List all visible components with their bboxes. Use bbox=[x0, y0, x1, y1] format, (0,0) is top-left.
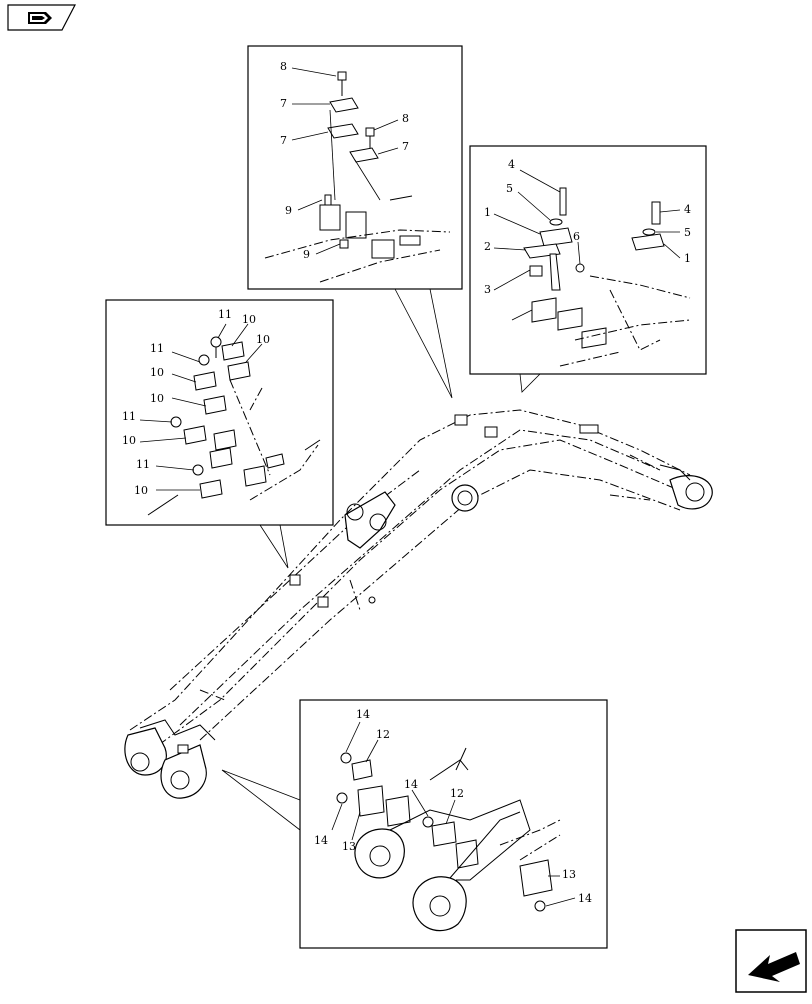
open-book-icon[interactable] bbox=[7, 4, 76, 31]
callout-label: 10 bbox=[134, 484, 148, 497]
inset-left: 11 10 11 10 10 10 11 10 11 10 bbox=[105, 299, 334, 569]
callout-label: 9 bbox=[303, 248, 310, 261]
inset-top-center: 8 7 7 8 7 9 9 bbox=[247, 45, 463, 399]
callout-label: 9 bbox=[285, 204, 292, 217]
callout-label: 2 bbox=[484, 240, 491, 253]
callout-label: 10 bbox=[256, 333, 270, 346]
callout-label: 5 bbox=[506, 182, 513, 195]
callout-label: 7 bbox=[280, 134, 287, 147]
callout-label: 14 bbox=[404, 778, 418, 791]
callout-label: 13 bbox=[342, 840, 356, 853]
callout-label: 1 bbox=[684, 252, 691, 265]
callout-label: 11 bbox=[150, 342, 164, 355]
callout-label: 10 bbox=[150, 366, 164, 379]
callout-label: 4 bbox=[684, 203, 691, 216]
callout-label: 1 bbox=[484, 206, 491, 219]
callout-label: 11 bbox=[218, 308, 232, 321]
callout-label: 7 bbox=[280, 97, 287, 110]
callout-label: 4 bbox=[508, 158, 515, 171]
callout-label: 13 bbox=[562, 868, 576, 881]
callout-label: 10 bbox=[122, 434, 136, 447]
callout-label: 3 bbox=[484, 283, 491, 296]
arrow-next-icon[interactable] bbox=[735, 929, 807, 993]
callout-label: 14 bbox=[578, 892, 592, 905]
callout-label: 8 bbox=[402, 112, 409, 125]
callout-label: 7 bbox=[402, 140, 409, 153]
callout-label: 12 bbox=[376, 728, 390, 741]
callout-label: 12 bbox=[450, 787, 464, 800]
callout-label: 14 bbox=[356, 708, 370, 721]
inset-bottom: 14 12 14 12 14 13 13 14 bbox=[221, 699, 608, 949]
callout-label: 11 bbox=[136, 458, 150, 471]
callout-label: 14 bbox=[314, 834, 328, 847]
callout-label: 11 bbox=[122, 410, 136, 423]
callout-label: 10 bbox=[150, 392, 164, 405]
callout-label: 5 bbox=[684, 226, 691, 239]
callout-label: 6 bbox=[573, 230, 580, 243]
inset-top-right: 4 5 1 2 3 6 4 5 1 bbox=[469, 145, 707, 393]
callout-label: 10 bbox=[242, 313, 256, 326]
boom-assembly bbox=[124, 409, 713, 799]
callout-label: 8 bbox=[280, 60, 287, 73]
